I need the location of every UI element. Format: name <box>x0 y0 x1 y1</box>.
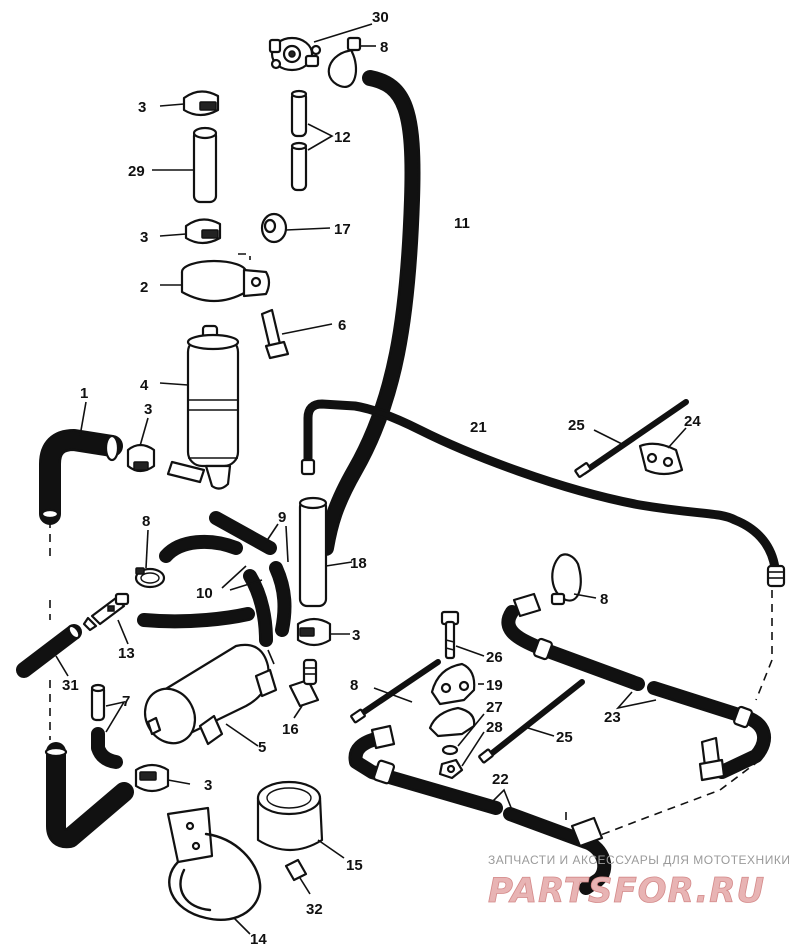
callout-15: 15 <box>346 857 363 874</box>
callout-10: 10 <box>196 585 213 602</box>
callout-8-top: 8 <box>380 39 388 56</box>
fuel-filter-5 <box>143 643 278 747</box>
cable-tie-25-top <box>574 399 689 478</box>
hose-bottom-left <box>44 742 134 849</box>
callout-31: 31 <box>62 677 79 694</box>
clamp-3-bottom <box>134 763 191 793</box>
callout-24: 24 <box>684 413 701 430</box>
callout-3-mid: 3 <box>352 627 360 644</box>
bolt-6 <box>260 308 333 360</box>
callout-25-mid: 25 <box>556 729 573 746</box>
callout-29: 29 <box>128 163 145 180</box>
cable-tie-8-mid <box>350 659 441 724</box>
callout-16: 16 <box>282 721 299 738</box>
callout-9: 9 <box>278 509 286 526</box>
fuel-filter-4 <box>159 324 240 490</box>
grommet-24 <box>638 427 687 476</box>
callout-27: 27 <box>486 699 503 716</box>
clamp-3-top <box>159 90 220 117</box>
callout-8-mid: 8 <box>350 677 358 694</box>
callout-11: 11 <box>454 215 470 232</box>
hoses-9-10 <box>137 511 292 647</box>
callout-2: 2 <box>140 279 148 296</box>
callout-13: 13 <box>118 645 135 662</box>
valve-13 <box>82 592 130 645</box>
hose-7 <box>90 683 126 769</box>
hose-assembly-22 <box>348 724 612 895</box>
callout-3-second: 3 <box>140 229 148 246</box>
washer-27 <box>441 713 485 756</box>
callout-30: 30 <box>372 9 389 26</box>
bracket-14 <box>166 806 262 935</box>
bracket-2 <box>160 253 271 302</box>
watermark-tagline: ЗАПЧАСТИ И АКСЕССУАРЫ ДЛЯ МОТОТЕХНИКИ <box>488 853 790 867</box>
filter-element-15 <box>256 780 345 859</box>
callout-23: 23 <box>604 709 621 726</box>
callout-21: 21 <box>470 419 487 436</box>
fitting-16 <box>288 658 320 719</box>
cable-tie-25-mid <box>478 679 585 764</box>
hose-31 <box>16 624 82 678</box>
clamp-8-right <box>550 553 597 606</box>
callout-3-top: 3 <box>138 99 146 116</box>
callout-28: 28 <box>486 719 503 736</box>
fuel-line-21 <box>300 399 786 588</box>
callout-8-left: 8 <box>142 513 150 530</box>
clamp-8-left <box>134 529 166 589</box>
callout-22: 22 <box>492 771 509 788</box>
callout-17: 17 <box>334 221 351 238</box>
callout-3-bottom: 3 <box>204 777 212 794</box>
callout-8-right: 8 <box>600 591 608 608</box>
callout-19: 19 <box>486 677 503 694</box>
callout-6: 6 <box>338 317 346 334</box>
clamp-8-top <box>327 36 376 89</box>
grommet-17 <box>260 212 331 244</box>
callout-14: 14 <box>250 931 267 948</box>
callout-3-left: 3 <box>144 401 152 418</box>
watermark-brand: PARTSFOR.RU <box>488 871 765 911</box>
bolt-26 <box>440 610 485 660</box>
callout-32: 32 <box>306 901 323 918</box>
callout-7: 7 <box>122 693 130 710</box>
clamp-3-mid <box>296 617 350 647</box>
callout-12: 12 <box>334 129 351 146</box>
callout-4: 4 <box>140 377 149 394</box>
nut-28 <box>438 731 485 780</box>
callout-25-top: 25 <box>568 417 585 434</box>
hose-1 <box>39 401 123 525</box>
part-30-fitting <box>268 23 373 72</box>
callouts: 30 8 3 12 29 11 3 17 2 6 4 1 3 25 21 24 … <box>62 9 701 948</box>
watermark: ЗАПЧАСТИ И АКСЕССУАРЫ ДЛЯ МОТОТЕХНИКИ PA… <box>488 853 790 911</box>
clamp-3-second <box>159 218 222 245</box>
clamp-19 <box>428 662 484 738</box>
clamp-3-left <box>126 417 156 473</box>
hose-29 <box>152 126 218 204</box>
hose-18 <box>298 496 353 608</box>
callout-26: 26 <box>486 649 503 666</box>
hose-assembly-23 <box>501 590 773 837</box>
hose-12 <box>290 89 334 192</box>
fuel-hose-11 <box>318 70 421 556</box>
screw-32 <box>284 858 311 895</box>
callout-1: 1 <box>80 385 88 402</box>
callout-18: 18 <box>350 555 367 572</box>
callout-5: 5 <box>258 739 266 756</box>
